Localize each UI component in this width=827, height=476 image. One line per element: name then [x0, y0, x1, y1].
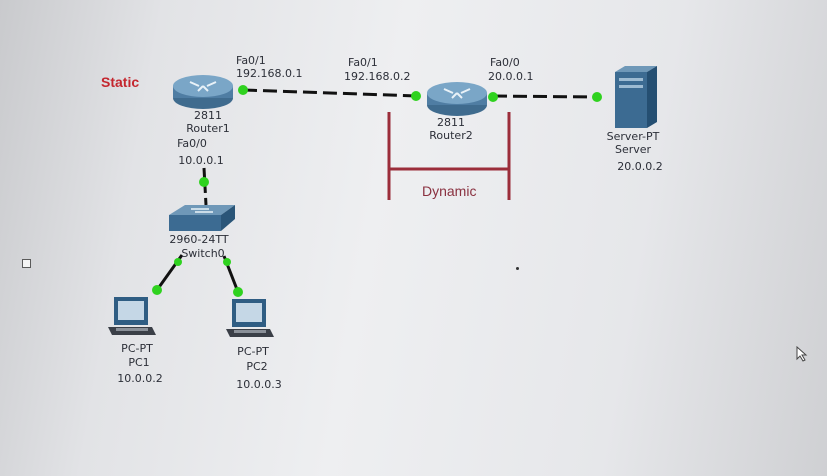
router2-name-label: Router2	[429, 129, 473, 142]
router1-top-ip-label: 192.168.0.1	[236, 67, 303, 80]
server-name-label: Server	[614, 143, 652, 156]
pc2-ip-label: 10.0.0.3	[236, 378, 282, 391]
pc2-type-label: PC-PT	[237, 345, 269, 358]
switch-model-label: 2960-24TT	[169, 233, 229, 246]
router2-left-port-label: Fa0/1	[348, 56, 378, 69]
static-routing-label: Static	[101, 74, 140, 90]
router1-bottom-port-label: Fa0/0	[177, 137, 207, 150]
router1-top-port-label: Fa0/1	[236, 54, 266, 67]
pc2-name-label: PC2	[246, 360, 268, 373]
stray-pixel-mark	[516, 267, 519, 270]
pc1-ip-label: 10.0.0.2	[117, 372, 163, 385]
server-ip-label: 20.0.0.2	[617, 160, 663, 173]
resize-handle[interactable]	[22, 259, 31, 268]
link-router1-router2	[242, 88, 419, 98]
link-router2-server	[492, 94, 599, 99]
link-status-dots	[152, 85, 602, 297]
switch-name-label: Switch0	[181, 247, 225, 260]
router1-name-label: Router1	[186, 122, 230, 135]
dynamic-routing-bracket	[387, 112, 511, 200]
pc1-name-label: PC1	[128, 356, 150, 369]
router2-model-label: 2811	[437, 116, 465, 129]
router1-bottom-ip-label: 10.0.0.1	[178, 154, 224, 167]
router2-left-ip-label: 192.168.0.2	[344, 70, 411, 83]
router1-model-label: 2811	[194, 109, 222, 122]
server-type-label: Server-PT	[606, 130, 660, 143]
router2-right-ip-label: 20.0.0.1	[488, 70, 534, 83]
pc1-type-label: PC-PT	[121, 342, 153, 355]
dynamic-routing-label: Dynamic	[422, 183, 477, 199]
router2-right-port-label: Fa0/0	[490, 56, 520, 69]
